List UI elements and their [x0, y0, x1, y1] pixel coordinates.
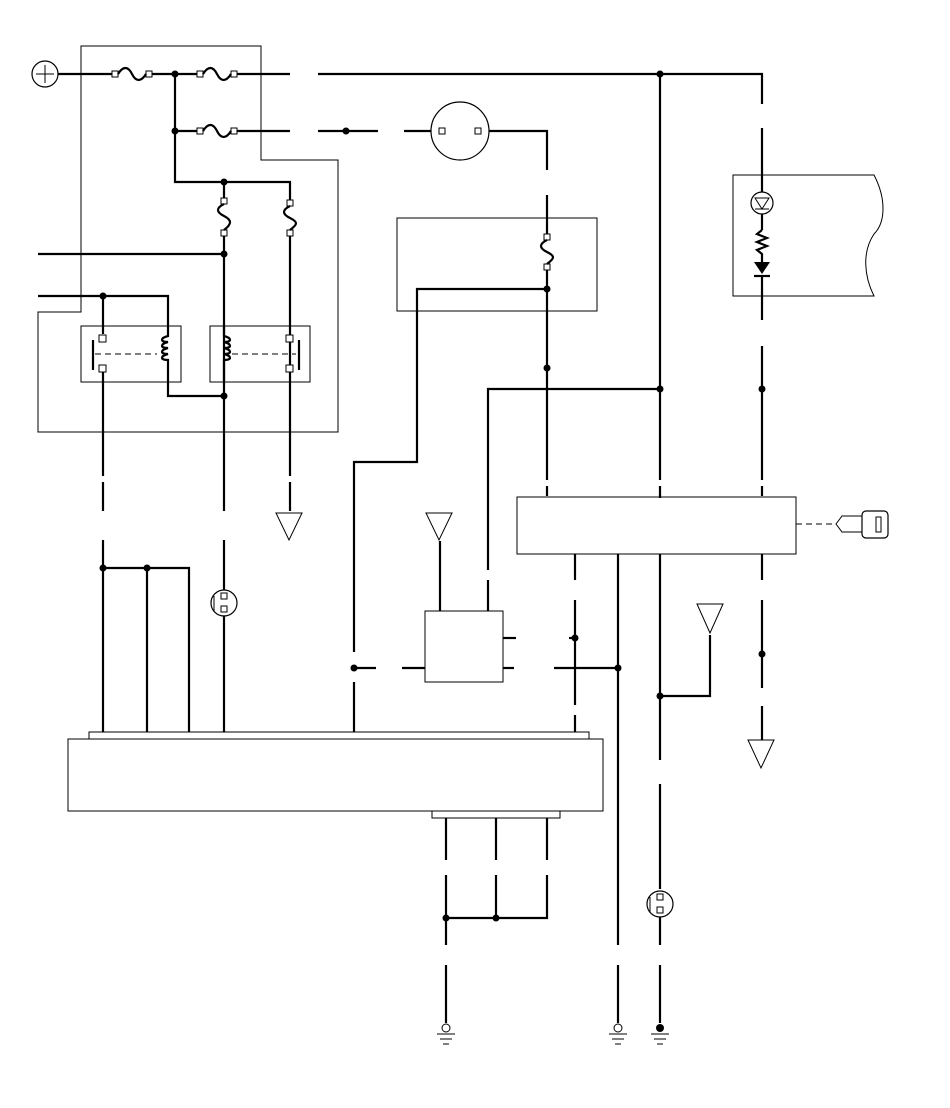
- antenna-icon: [275, 512, 303, 542]
- gauge-assembly-box: [732, 174, 884, 297]
- relay-icon: [222, 326, 301, 382]
- ecm-box: [67, 731, 604, 819]
- sensor-module-box: [424, 610, 504, 683]
- ground-icon: [609, 1023, 627, 1045]
- battery-positive-icon: [31, 60, 59, 88]
- fuse-icon: [216, 197, 232, 237]
- fuse-icon: [196, 123, 238, 139]
- ground-icon: [437, 1023, 455, 1045]
- relay-2-box: [209, 325, 311, 383]
- fuse-icon: [539, 233, 555, 271]
- splice-points: [99, 70, 766, 922]
- led-indicator-icon: [750, 191, 774, 215]
- under-hood-fuse-relay-box: [37, 45, 339, 433]
- control-unit-box: [516, 496, 797, 555]
- relay-1-box: [80, 325, 182, 383]
- diode-icon: [754, 262, 770, 278]
- ground-icon: [651, 1024, 669, 1045]
- lamp-icon: [430, 101, 490, 161]
- wires: [38, 72, 764, 1023]
- connector-breaks: [101, 470, 836, 525]
- ignition-key-icon: [835, 510, 889, 539]
- fuse-icon: [196, 66, 238, 82]
- antenna-icon: [747, 739, 775, 770]
- antenna-icon: [696, 603, 724, 635]
- connector-plug-icon: [646, 890, 674, 918]
- fuse-icon: [282, 199, 298, 237]
- relay-icon: [91, 326, 170, 382]
- connector-plug-icon: [210, 589, 238, 617]
- fuse-icon: [111, 66, 153, 82]
- dash-fuse-box: [396, 217, 598, 312]
- antenna-icon: [425, 512, 453, 542]
- resistor-icon: [754, 229, 770, 262]
